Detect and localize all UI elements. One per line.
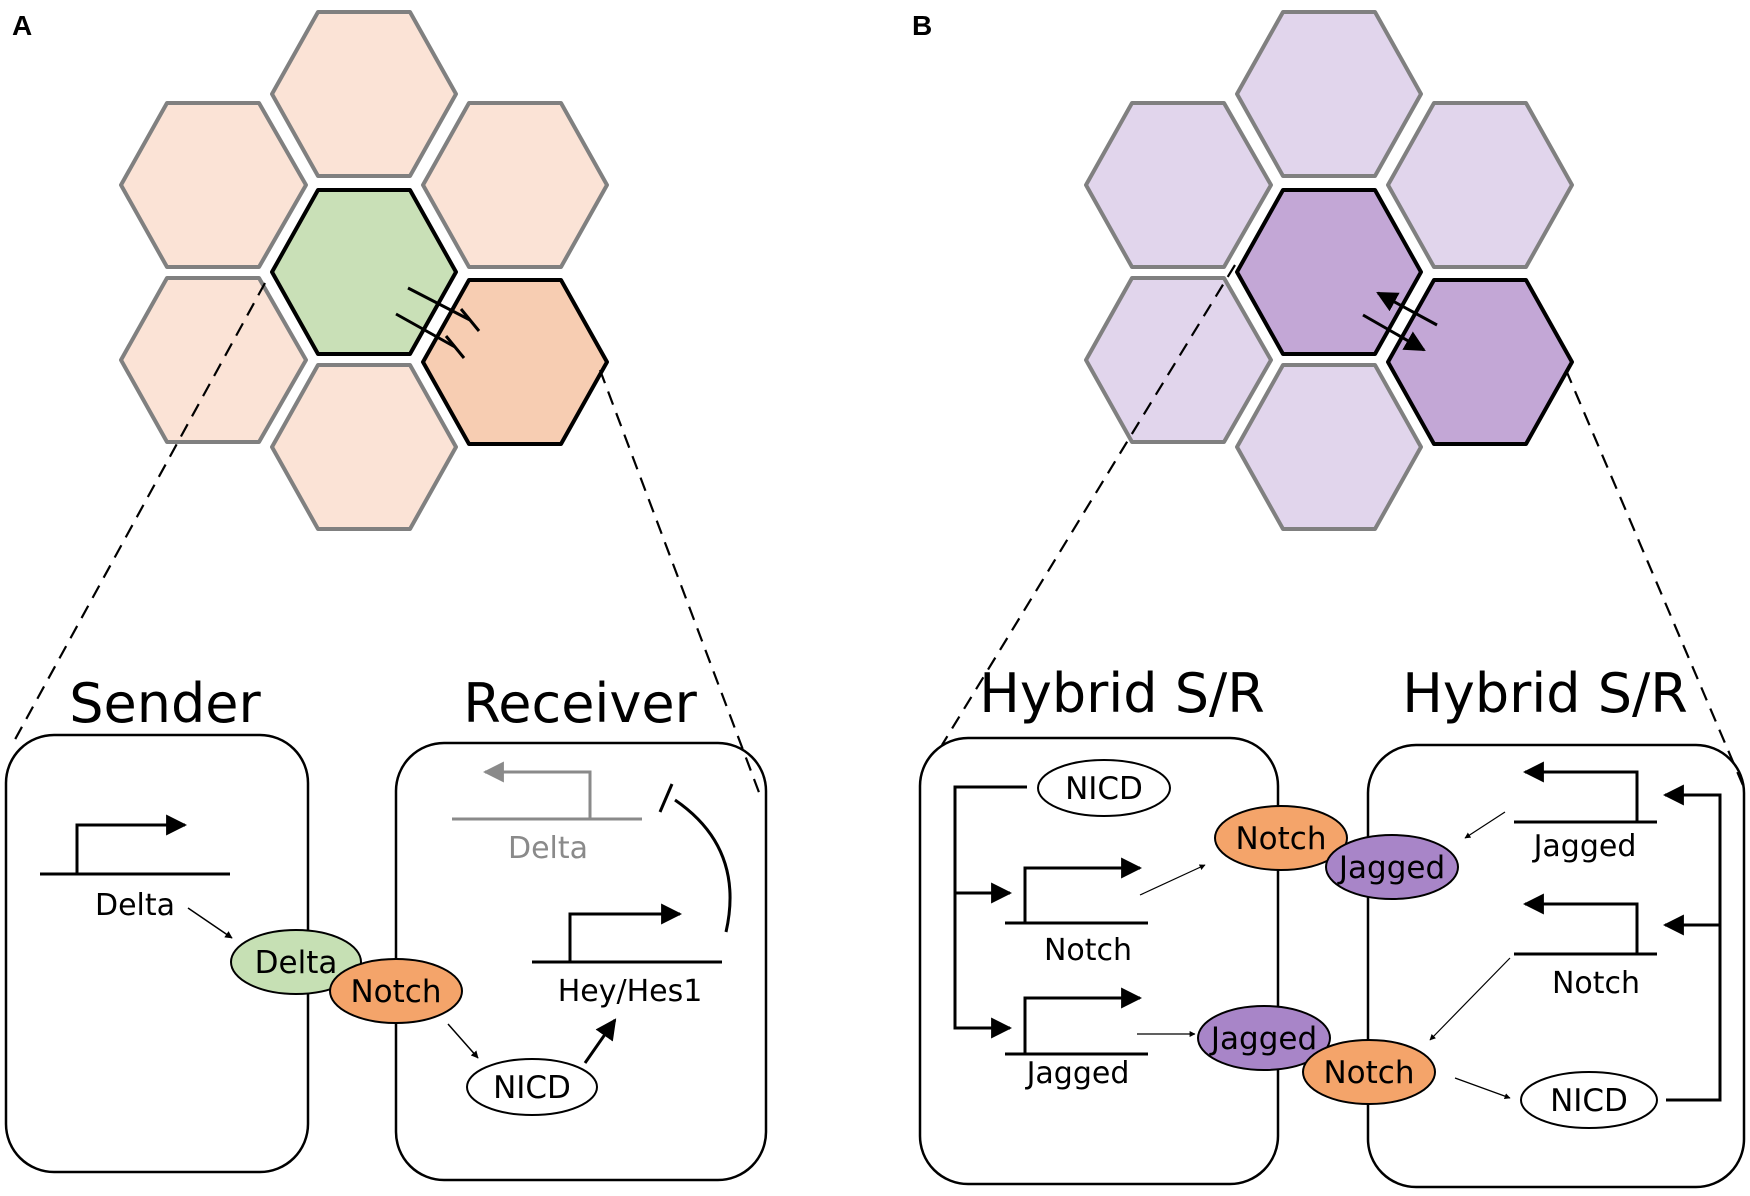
- inhibition-arrows: [395, 286, 481, 359]
- neighbor-cell: [270, 363, 458, 531]
- nicd-left: [1037, 759, 1171, 817]
- sender-cell: [270, 188, 458, 356]
- sender-delta-gene: [40, 814, 230, 876]
- left-jagged-gene-label: Jagged: [1025, 1056, 1130, 1091]
- notch-receptor: [329, 958, 463, 1024]
- receiver-delta-gene: [452, 761, 642, 821]
- neighbor-cell: [119, 101, 308, 269]
- hybrid-cell-box-right: [1366, 743, 1746, 1189]
- cell-cluster-a: [119, 10, 609, 531]
- panel-a-letter: A: [12, 10, 32, 41]
- notch-receptor-label: Notch: [350, 974, 441, 1010]
- neighbor-cell: [1084, 276, 1273, 444]
- sender-title: Sender: [69, 672, 261, 735]
- translation-arrow: [187, 907, 233, 939]
- panel-b-letter: B: [912, 10, 932, 41]
- panel-a: A Sender Receiver: [4, 10, 768, 1182]
- panel-b: B Hybrid S/R Hybrid S/R NICD: [912, 10, 1747, 1189]
- activation-arrow: [583, 1018, 617, 1064]
- translation-arrow: [1464, 811, 1506, 839]
- neighbor-cell: [119, 276, 308, 444]
- left-notch-gene-label: Notch: [1044, 933, 1132, 968]
- receiver-inhibited-gene-label: Delta: [508, 831, 588, 866]
- neighbor-cell: [1084, 101, 1273, 269]
- jagged-ligand-bottom-label: Jagged: [1209, 1021, 1317, 1057]
- cleavage-arrow: [447, 1023, 479, 1059]
- notch-receptor-bottom: [1302, 1039, 1436, 1105]
- notch-receptor-top-label: Notch: [1235, 821, 1326, 857]
- bidirectional-arrows: [1362, 291, 1438, 352]
- nicd-left-label: NICD: [1065, 771, 1143, 807]
- zoom-line: [941, 264, 1236, 746]
- cell-cluster-b: [1084, 10, 1574, 531]
- neighbor-cell: [1235, 10, 1423, 178]
- left-jagged-gene: [1005, 987, 1148, 1056]
- hey-hes1-label: Hey/Hes1: [558, 974, 703, 1009]
- nicd: [466, 1058, 598, 1116]
- sender-gene-label: Delta: [95, 888, 175, 923]
- translation-arrow: [1429, 957, 1511, 1041]
- nicd-left-regulation: [953, 785, 1027, 1039]
- repression-arc: [674, 798, 732, 933]
- repression-bar: [658, 783, 674, 813]
- nicd-right: [1520, 1071, 1658, 1129]
- zoom-line: [11, 282, 266, 746]
- nicd-label: NICD: [493, 1070, 571, 1106]
- nicd-right-label: NICD: [1550, 1083, 1628, 1119]
- hybrid-title-right: Hybrid S/R: [1402, 662, 1687, 725]
- neighbor-cell: [421, 101, 609, 269]
- neighbor-cell: [1386, 101, 1574, 269]
- right-notch-gene: [1514, 893, 1657, 956]
- jagged-ligand-top-label: Jagged: [1337, 850, 1445, 886]
- receiver-cell: [421, 278, 609, 446]
- hey-hes1-gene: [532, 903, 722, 964]
- zoom-line: [1564, 369, 1747, 791]
- hybrid-cell: [1386, 278, 1574, 446]
- notch-receptor-top: [1214, 805, 1348, 871]
- left-notch-gene: [1005, 857, 1148, 925]
- delta-ligand: [230, 929, 362, 995]
- hybrid-cell: [1235, 188, 1423, 356]
- zoom-line: [598, 369, 762, 796]
- notch-receptor-bottom-label: Notch: [1323, 1055, 1414, 1091]
- receiver-title: Receiver: [463, 672, 697, 735]
- neighbor-cell: [270, 10, 458, 178]
- hybrid-cell-box-left: [918, 736, 1280, 1186]
- right-jagged-gene: [1514, 761, 1657, 824]
- right-notch-gene-label: Notch: [1552, 966, 1640, 1001]
- neighbor-cell: [1235, 363, 1423, 531]
- jagged-ligand-bottom: [1197, 1005, 1331, 1071]
- right-jagged-gene-label: Jagged: [1532, 829, 1637, 864]
- jagged-ligand-top: [1325, 834, 1459, 900]
- cleavage-arrow: [1454, 1077, 1511, 1099]
- hybrid-title-left: Hybrid S/R: [979, 662, 1264, 725]
- delta-ligand-label: Delta: [255, 945, 338, 981]
- translation-arrow: [1139, 864, 1206, 896]
- nicd-right-regulation: [1662, 784, 1722, 1102]
